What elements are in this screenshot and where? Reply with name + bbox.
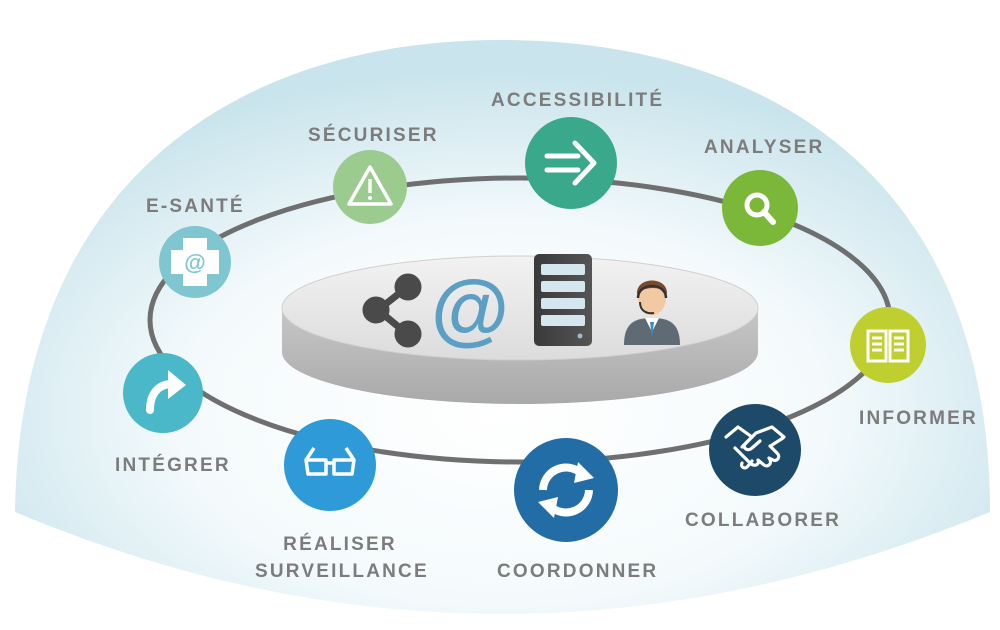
label-informer: INFORMER (859, 408, 978, 429)
node-collaborer[interactable] (709, 404, 801, 496)
label-e-sante: E-SANTÉ (146, 196, 245, 217)
central-platform (281, 255, 759, 404)
health-cross-at-icon: @ (171, 238, 219, 286)
handshake-icon (724, 425, 786, 470)
support-agent-icon (624, 280, 680, 345)
node-informer[interactable] (850, 307, 926, 383)
label-coordonner: COORDONNER (497, 561, 659, 582)
label-securiser: SÉCURISER (308, 125, 439, 146)
open-book-icon (866, 329, 910, 363)
svg-text:@: @ (184, 250, 205, 275)
redo-arrow-icon (146, 370, 186, 414)
node-realiser-surveillance[interactable] (284, 419, 376, 511)
node-securiser[interactable] (333, 150, 407, 224)
warning-triangle-icon (347, 165, 393, 206)
label-analyser: ANALYSER (704, 137, 825, 158)
node-accessibilite[interactable] (525, 117, 617, 209)
label-surveillance: SURVEILLANCE (255, 561, 429, 582)
magnifier-icon (744, 192, 776, 225)
node-e-sante[interactable]: @ (159, 226, 231, 298)
node-analyser[interactable] (722, 170, 798, 246)
label-collaborer: COLLABORER (685, 510, 842, 531)
node-coordonner[interactable] (514, 438, 618, 542)
label-integrer: INTÉGRER (115, 455, 231, 476)
label-realiser: RÉALISER (283, 534, 397, 555)
server-icon (534, 254, 592, 346)
glasses-icon (304, 447, 356, 476)
share-icon (362, 273, 422, 348)
at-sign-icon: @ (431, 264, 509, 353)
sync-arrows-icon (538, 462, 594, 518)
label-accessibilite: ACCESSIBILITÉ (491, 90, 665, 111)
node-integrer[interactable] (123, 353, 203, 433)
arrow-right-icon (544, 140, 597, 186)
